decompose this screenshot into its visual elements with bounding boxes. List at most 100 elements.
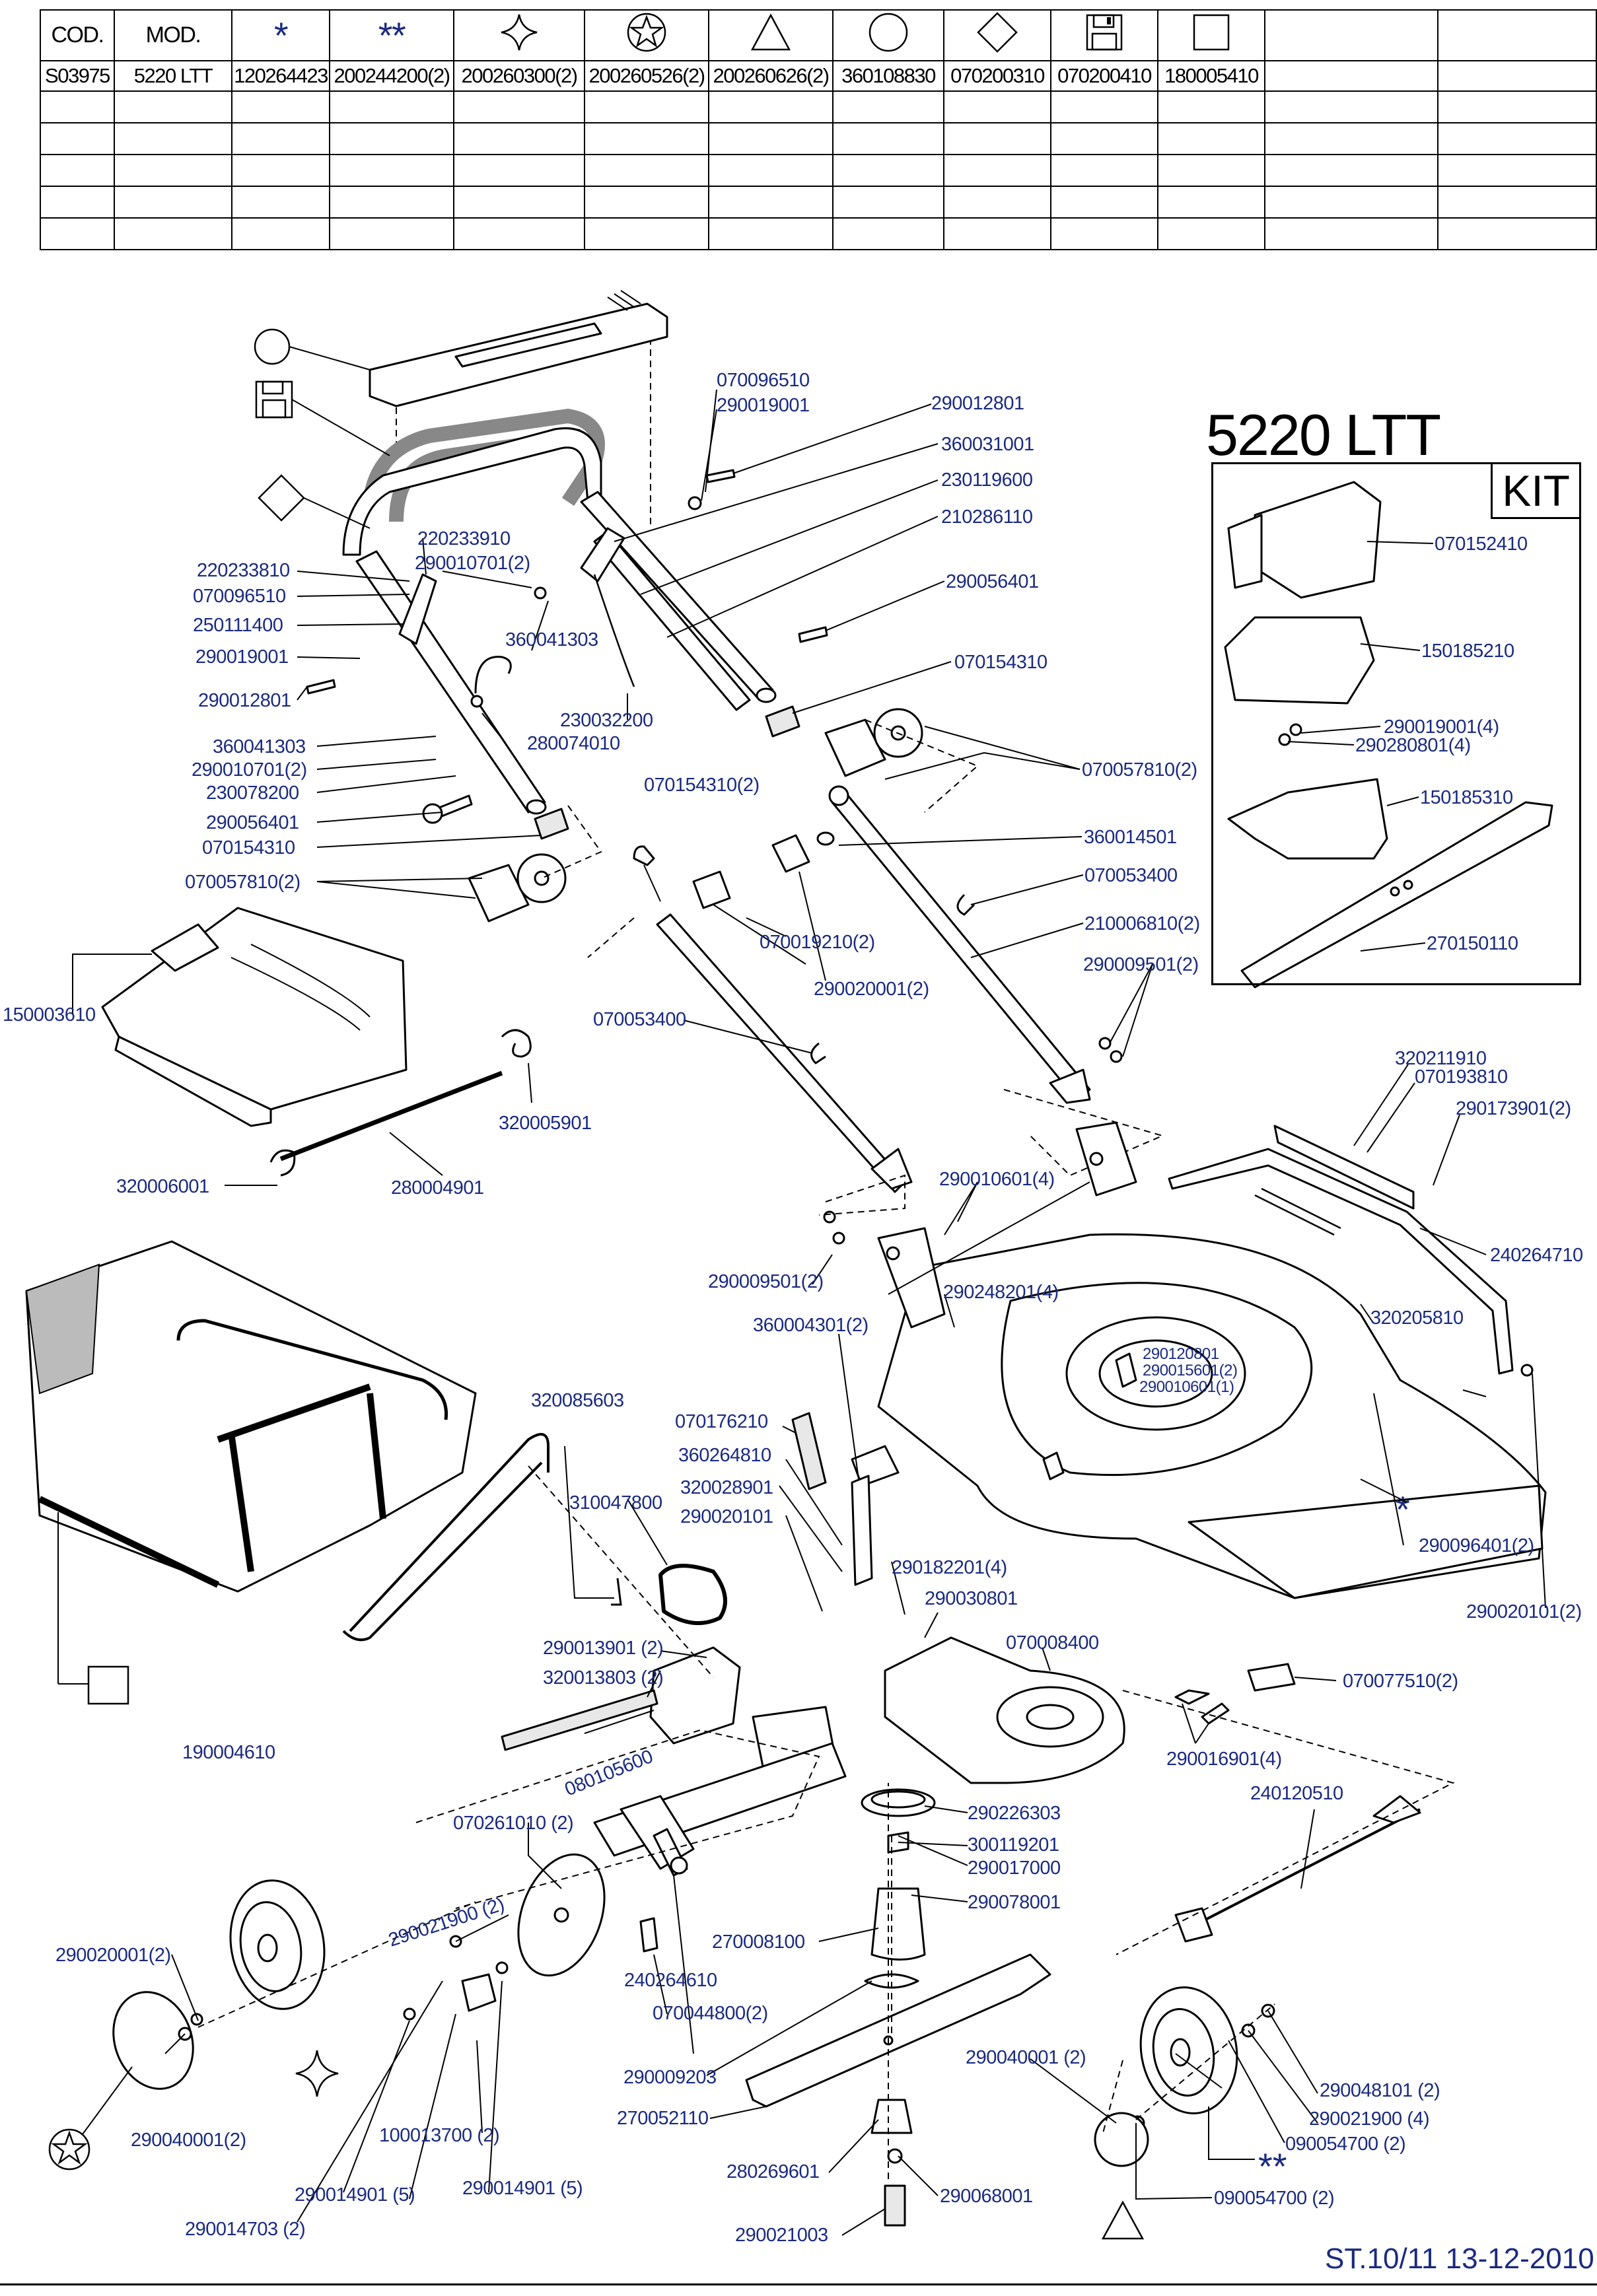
label-handle-top-0: 070096510 <box>717 370 810 391</box>
label-kit-3: 290280801(4) <box>1355 735 1471 756</box>
label-kit-2: 290019001(4) <box>1384 716 1499 738</box>
label-handle-left-7: 360041303 <box>213 736 306 757</box>
header-square-icon <box>1157 9 1265 61</box>
row-double-asterisk: 200244200(2) <box>329 60 454 92</box>
label-wheels-7: 290021900 (4) <box>1309 2108 1429 2130</box>
callout-floppy-disk-icon <box>255 380 293 419</box>
label-handle-mid-3: 070053400 <box>593 1009 686 1030</box>
label-kit-5: 270150110 <box>1427 933 1518 954</box>
label-wheels-2: 100013700 (2) <box>379 2125 499 2146</box>
label-handle-top-2: 290012801 <box>931 393 1024 414</box>
label-drive-14: 240264610 <box>624 1970 717 1991</box>
callout-four-point-star-icon <box>295 2050 339 2097</box>
kit-box: KIT <box>1211 462 1581 985</box>
header-empty-2 <box>1437 9 1597 61</box>
label-handle-left-11: 290056401 <box>206 812 299 833</box>
label-deck-5: 290010601(4) <box>939 1169 1055 1190</box>
label-handle-top-7: 070154310 <box>954 652 1047 673</box>
label-wheels-1: 290040001(2) <box>131 2130 246 2151</box>
drive-assembly <box>415 1412 1455 2227</box>
label-deck-8: 360004301(2) <box>753 1315 869 1336</box>
gearbox <box>649 1646 741 1745</box>
label-deck-11: 290010601(1) <box>1139 1378 1234 1396</box>
label-deck-12: 290096401(2) <box>1419 1535 1534 1556</box>
label-deck-13: 290020101(2) <box>1466 1601 1582 1622</box>
header-star-in-circle-icon <box>584 9 709 61</box>
label-kit-4: 150185310 <box>1420 787 1513 808</box>
label-flap-0: 150003610 <box>3 1004 96 1026</box>
label-drive-17: 300119201 <box>968 1834 1059 1856</box>
label-handle-left-8: 360041303 <box>505 629 598 650</box>
label-handle-top-9: 360014501 <box>1084 827 1177 848</box>
label-drive-10: 320013803 (2) <box>543 1667 663 1688</box>
label-handle-left-3: 070096510 <box>193 586 286 607</box>
callout-square-icon <box>87 1665 129 1705</box>
header-circle-icon <box>832 9 944 61</box>
callout-star-in-circle-icon <box>48 2128 90 2171</box>
callout-double-asterisk: ** <box>1258 2145 1287 2187</box>
label-handle-left-2: 220233810 <box>197 560 290 581</box>
label-drive-7: 290030801 <box>925 1588 1018 1609</box>
label-handle-left-6: 290012801 <box>198 690 291 711</box>
rear-flap-assembly <box>101 907 532 1177</box>
upper-handle-left-tube <box>342 427 602 556</box>
header-cod: COD. <box>40 9 115 61</box>
row-floppy-disk: 070200410 <box>1050 60 1158 92</box>
label-drive-13: 290021900 (2) <box>386 1894 507 1951</box>
label-drive-25: 290021003 <box>735 2225 828 2246</box>
row-square: 180005410 <box>1157 60 1265 92</box>
label-handle-left-13: 070057810(2) <box>185 872 301 893</box>
footer-divider <box>0 2283 1597 2285</box>
label-handle-top-10: 070053400 <box>1084 865 1178 886</box>
label-deck-10: 290015601(2) <box>1143 1362 1237 1379</box>
callout-circle-icon <box>254 328 291 365</box>
header-double-asterisk: ** <box>329 9 454 61</box>
label-handle-top-5: 210286110 <box>941 506 1033 528</box>
label-handle-left-10: 230078200 <box>206 783 299 804</box>
leader-lines <box>72 389 1546 2236</box>
label-handle-top-8: 070057810(2) <box>1082 759 1197 781</box>
label-drive-9: 290013901 (2) <box>543 1638 663 1659</box>
label-drive-0: 320085603 <box>531 1390 624 1411</box>
label-drive-26: 290040001 (2) <box>966 2047 1086 2068</box>
label-drive-20: 270008100 <box>712 1931 805 1953</box>
callout-diamond-icon <box>258 474 305 522</box>
label-handle-left-4: 250111400 <box>193 615 283 636</box>
label-handle-left-5: 290019001 <box>195 646 289 668</box>
label-drive-28: 070077510(2) <box>1343 1671 1458 1692</box>
label-handle-left-14: 230032200 <box>560 710 653 731</box>
label-flap-1: 320005901 <box>499 1113 592 1134</box>
part-labels: 070096510 290019001 290012801 360031001 … <box>3 370 1583 2246</box>
label-kit-1: 150185210 <box>1421 641 1514 662</box>
symbol-callouts: * ** <box>48 328 1410 2240</box>
label-drive-5: 290020101 <box>680 1506 773 1527</box>
header-triangle-icon <box>708 9 834 61</box>
label-handle-top-6: 290056401 <box>946 571 1039 592</box>
label-drive-23: 280269601 <box>727 2161 820 2182</box>
header-single-asterisk: * <box>231 9 330 61</box>
label-drive-15: 070044800(2) <box>653 2003 768 2024</box>
row-mod: 5220 LTT <box>114 60 232 92</box>
mower-deck <box>851 1121 1547 1599</box>
label-handle-mid-0: 070154310(2) <box>644 775 760 796</box>
row-triangle: 200260626(2) <box>708 60 834 92</box>
label-handle-left-15: 280074010 <box>527 733 620 754</box>
wheels <box>112 1879 1275 2167</box>
label-drive-19: 290078001 <box>968 1892 1061 1913</box>
handle-assembly <box>306 290 1164 1245</box>
label-handle-top-11: 210006810(2) <box>1084 913 1200 934</box>
model-title: 5220 LTT <box>1206 402 1441 468</box>
row-empty-1 <box>1264 60 1438 92</box>
label-deck-6: 290248201(4) <box>943 1282 1059 1303</box>
main-blade <box>745 1953 1051 2108</box>
header-diamond-icon <box>943 9 1051 61</box>
label-handle-left-1: 290010701(2) <box>415 553 530 574</box>
label-drive-8: 070008400 <box>1006 1632 1099 1653</box>
label-drive-6: 290182201(4) <box>892 1557 1007 1578</box>
row-circle: 360108830 <box>832 60 944 92</box>
grass-bag <box>25 1240 550 1642</box>
label-wheels-0: 290020001(2) <box>55 1945 171 1966</box>
header-four-point-star-icon <box>453 9 585 61</box>
label-wheels-6: 290048101 (2) <box>1320 2080 1440 2101</box>
